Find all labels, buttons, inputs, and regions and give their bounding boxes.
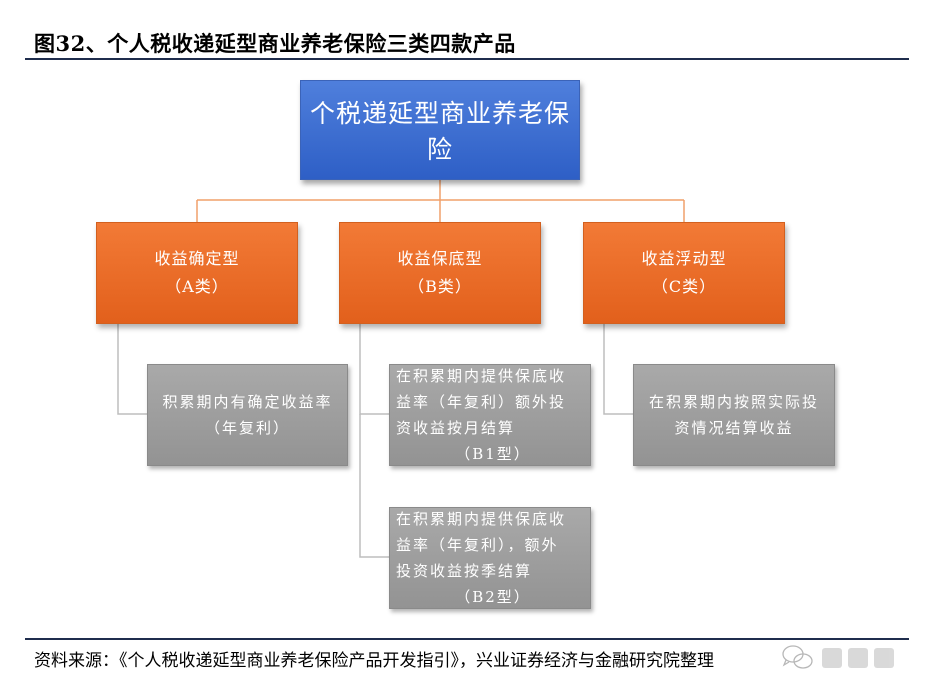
connector-a-detail xyxy=(117,324,148,415)
detail-b1-node: 在积累期内提供保底收 益率（年复利）额外投 资收益按月结算 （B1型） xyxy=(389,364,591,466)
detail-b2-subtype: （B2型） xyxy=(455,588,531,606)
detail-a-line2: （年复利） xyxy=(204,419,290,437)
connector-b-b1 xyxy=(359,324,390,415)
detail-c-line2: 资情况结算收益 xyxy=(674,419,794,437)
detail-b2-line2: 益率（年复利），额外 xyxy=(396,536,559,554)
detail-b1-line1: 在积累期内提供保底收 xyxy=(396,367,567,385)
detail-b1-line3: 资收益按月结算 xyxy=(396,419,516,437)
category-a-name: 收益确定型 xyxy=(154,249,240,268)
category-c-node: 收益浮动型 （C类） xyxy=(583,222,785,324)
category-a-code: （A类） xyxy=(165,277,229,296)
detail-c-line1: 在积累期内按照实际投 xyxy=(648,393,819,411)
detail-b2-line3: 投资收益按季结算 xyxy=(396,562,533,580)
source-note: 资料来源：《个人税收递延型商业养老保险产品开发指引》，兴业证券经济与金融研究院整… xyxy=(34,651,714,671)
source-rule xyxy=(25,638,909,640)
connector-b-b2 xyxy=(359,414,390,558)
category-b-name: 收益保底型 xyxy=(397,249,483,268)
category-b-code: （B类） xyxy=(408,277,472,296)
detail-b2-line1: 在积累期内提供保底收 xyxy=(396,510,567,528)
detail-a-line1: 积累期内有确定收益率 xyxy=(162,393,333,411)
detail-c-node: 在积累期内按照实际投 资情况结算收益 xyxy=(633,364,835,466)
category-a-node: 收益确定型 （A类） xyxy=(96,222,298,324)
figure-title: 图32、个人税收递延型商业养老保险三类四款产品 xyxy=(34,31,516,56)
detail-b2-node: 在积累期内提供保底收 益率（年复利），额外 投资收益按季结算 （B2型） xyxy=(389,507,591,609)
category-c-code: （C类） xyxy=(651,277,717,296)
detail-a-node: 积累期内有确定收益率 （年复利） xyxy=(147,364,348,466)
detail-b1-subtype: （B1型） xyxy=(455,445,531,463)
root-node: 个税递延型商业养老保险 xyxy=(300,80,580,180)
title-rule xyxy=(25,58,909,60)
wechat-watermark-icon xyxy=(782,645,894,669)
detail-b1-line2: 益率（年复利）额外投 xyxy=(396,393,567,411)
category-c-name: 收益浮动型 xyxy=(641,249,727,268)
root-node-label: 个税递延型商业养老保险 xyxy=(309,99,570,164)
category-b-node: 收益保底型 （B类） xyxy=(339,222,541,324)
connector-c-detail xyxy=(603,324,634,415)
